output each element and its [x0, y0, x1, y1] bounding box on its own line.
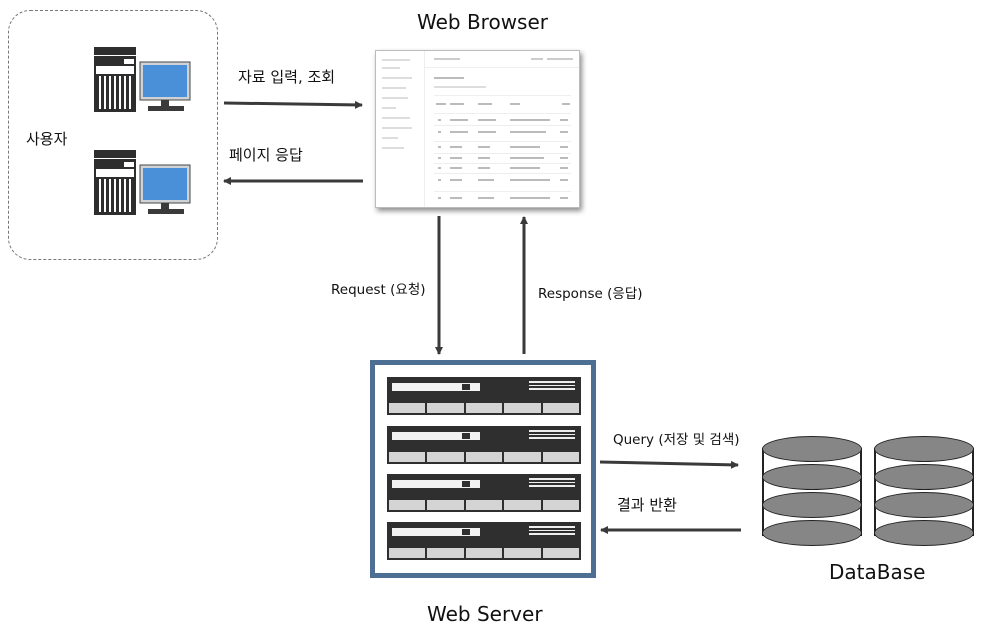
user-pc-2-icon	[94, 150, 191, 215]
arrow-query	[599, 460, 739, 469]
page-response-label: 페이지 응답	[229, 146, 303, 164]
user-group-box	[8, 10, 218, 260]
server-rack-icon	[370, 360, 596, 578]
web-browser-title: Web Browser	[417, 10, 549, 34]
response-label: Response (응답)	[538, 286, 643, 302]
arrow-user-to-browser	[223, 100, 363, 109]
query-label: Query (저장 및 검색)	[613, 432, 740, 448]
user-pc-1-icon	[94, 47, 191, 112]
database-cylinder-icon	[762, 436, 866, 548]
request-label: Request (요청)	[331, 282, 426, 298]
result-return-label: 결과 반환	[617, 496, 677, 514]
server-unit	[387, 522, 581, 560]
server-unit	[387, 426, 581, 464]
server-unit	[387, 377, 581, 415]
web-server-title: Web Server	[427, 602, 543, 626]
server-unit	[387, 474, 581, 512]
user-group-label: 사용자	[26, 130, 68, 148]
browser-topbar	[424, 51, 579, 68]
database-cylinder-icon	[874, 436, 978, 548]
database-title: DataBase	[829, 560, 926, 584]
browser-screenshot-thumbnail	[375, 50, 580, 208]
data-input-label: 자료 입력, 조회	[238, 68, 336, 86]
browser-sidebar	[376, 51, 425, 207]
